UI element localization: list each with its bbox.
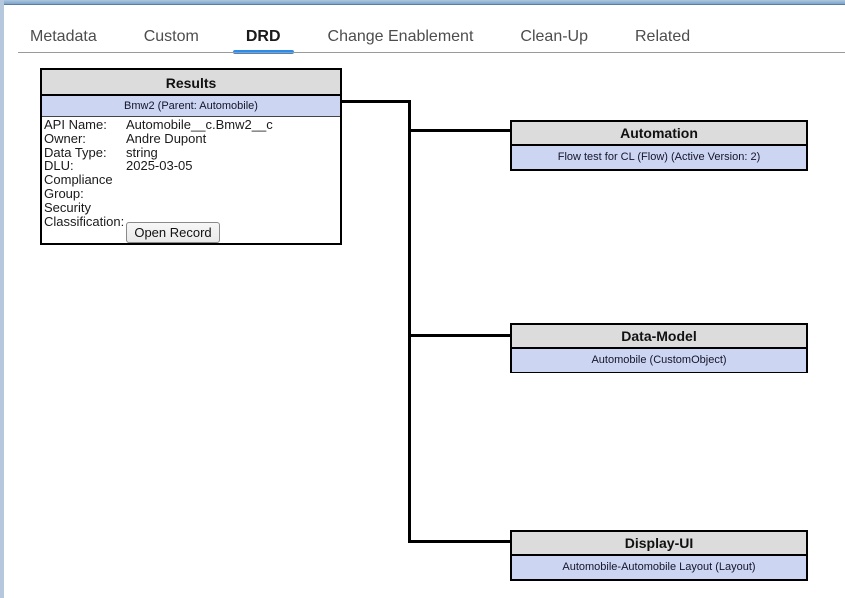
field-label: DLU: <box>44 158 74 174</box>
window-frame-left <box>0 0 4 598</box>
results-node-title: Results <box>42 70 340 96</box>
tab-related[interactable]: Related <box>635 28 691 45</box>
tab-custom[interactable]: Custom <box>143 28 199 45</box>
automation-node: Automation Flow test for CL (Flow) (Acti… <box>510 120 808 171</box>
tab-metadata[interactable]: Metadata <box>30 28 97 45</box>
data-model-node-title: Data-Model <box>512 325 806 349</box>
field-value <box>126 173 340 201</box>
data-model-node: Data-Model Automobile (CustomObject) <box>510 323 808 373</box>
connector-to-automation <box>410 129 510 132</box>
field-label: API Name: <box>44 117 107 132</box>
data-model-record-row[interactable]: Automobile (CustomObject) <box>512 349 806 372</box>
results-record-row[interactable]: Bmw2 (Parent: Automobile) <box>42 96 340 117</box>
tab-change-enablement[interactable]: Change Enablement <box>327 28 474 45</box>
results-fields: API Name: Automobile__c.Bmw2__c Owner: A… <box>42 117 340 228</box>
field-value: Andre Dupont <box>126 130 207 146</box>
automation-node-title: Automation <box>512 122 806 146</box>
tab-separator-line <box>18 52 845 53</box>
display-ui-node-title: Display-UI <box>512 532 806 556</box>
field-value: Automobile__c.Bmw2__c <box>126 117 273 132</box>
field-value: 2025-03-05 <box>126 158 193 174</box>
field-label: Security Classification: <box>44 199 125 229</box>
connector-to-data-model <box>408 334 510 337</box>
connector-results-to-trunk <box>342 100 411 103</box>
field-label: Data Type: <box>44 144 107 160</box>
automation-record-row[interactable]: Flow test for CL (Flow) (Active Version:… <box>512 146 806 169</box>
connector-to-display-ui <box>408 540 510 543</box>
display-ui-record-row[interactable]: Automobile-Automobile Layout (Layout) <box>512 556 806 579</box>
display-ui-node: Display-UI Automobile-Automobile Layout … <box>510 530 808 581</box>
window-frame-top <box>0 0 845 5</box>
field-value: string <box>126 144 158 160</box>
field-label: Owner: <box>44 130 86 146</box>
results-node: Results Bmw2 (Parent: Automobile) API Na… <box>40 68 342 245</box>
tab-clean-up[interactable]: Clean-Up <box>520 28 588 45</box>
tab-drd[interactable]: DRD <box>232 22 294 54</box>
open-record-button[interactable]: Open Record <box>126 222 220 243</box>
tab-bar: Metadata Custom DRD Change Enablement Cl… <box>30 22 691 54</box>
connector-trunk <box>408 100 411 543</box>
field-label: Compliance Group: <box>44 172 113 201</box>
